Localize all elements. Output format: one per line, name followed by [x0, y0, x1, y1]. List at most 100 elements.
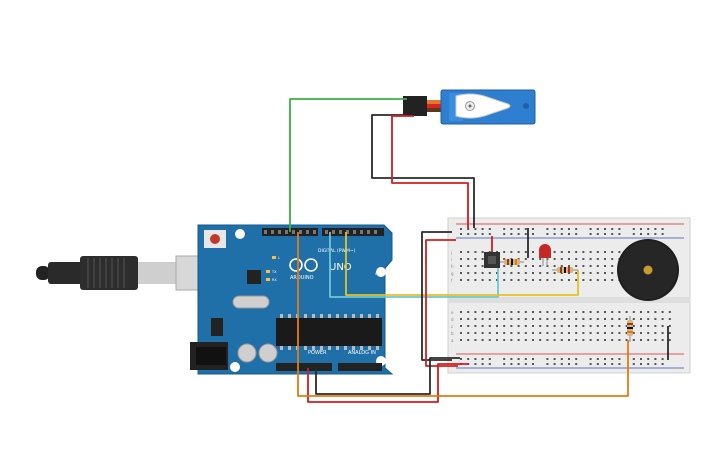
breadboard-hole[interactable]: [560, 233, 563, 235]
breadboard-hole[interactable]: [524, 265, 527, 267]
breadboard-hole[interactable]: [625, 325, 628, 327]
breadboard-hole[interactable]: [481, 272, 484, 274]
breadboard-hole[interactable]: [474, 258, 477, 260]
breadboard-hole[interactable]: [589, 358, 592, 360]
breadboard-hole[interactable]: [488, 325, 491, 327]
breadboard-hole[interactable]: [604, 233, 606, 235]
breadboard-hole[interactable]: [481, 339, 484, 341]
breadboard-hole[interactable]: [596, 228, 599, 230]
breadboard-hole[interactable]: [582, 332, 585, 334]
breadboard-hole[interactable]: [589, 258, 592, 260]
breadboard-hole[interactable]: [568, 358, 570, 360]
breadboard-hole[interactable]: [640, 311, 642, 313]
breadboard-hole[interactable]: [553, 251, 556, 253]
breadboard-hole[interactable]: [654, 332, 657, 334]
breadboard-hole[interactable]: [647, 339, 650, 341]
breadboard-hole[interactable]: [568, 363, 570, 365]
breadboard-hole[interactable]: [604, 265, 606, 267]
breadboard-hole[interactable]: [553, 318, 556, 320]
breadboard-hole[interactable]: [568, 233, 570, 235]
breadboard-hole[interactable]: [532, 325, 534, 327]
breadboard-hole[interactable]: [560, 311, 563, 313]
breadboard-hole[interactable]: [568, 325, 570, 327]
breadboard-hole[interactable]: [503, 325, 506, 327]
breadboard-hole[interactable]: [467, 358, 470, 360]
breadboard-hole[interactable]: [517, 233, 520, 235]
breadboard-hole[interactable]: [647, 363, 650, 365]
breadboard-hole[interactable]: [510, 265, 513, 267]
breadboard-hole[interactable]: [568, 311, 570, 313]
breadboard-hole[interactable]: [488, 332, 491, 334]
breadboard-hole[interactable]: [510, 339, 513, 341]
breadboard-hole[interactable]: [611, 363, 614, 365]
breadboard-hole[interactable]: [668, 332, 671, 334]
breadboard-hole[interactable]: [596, 251, 599, 253]
breadboard-hole[interactable]: [589, 325, 592, 327]
breadboard-hole[interactable]: [517, 272, 520, 274]
breadboard-hole[interactable]: [474, 339, 477, 341]
breadboard-hole[interactable]: [604, 279, 606, 281]
breadboard-hole[interactable]: [553, 339, 556, 341]
breadboard-hole[interactable]: [618, 325, 621, 327]
breadboard-hole[interactable]: [575, 318, 578, 320]
breadboard-hole[interactable]: [560, 228, 563, 230]
breadboard-hole[interactable]: [589, 233, 592, 235]
breadboard-hole[interactable]: [611, 279, 614, 281]
breadboard-hole[interactable]: [546, 318, 549, 320]
breadboard-hole[interactable]: [668, 325, 671, 327]
breadboard-hole[interactable]: [481, 279, 484, 281]
breadboard-hole[interactable]: [611, 251, 614, 253]
breadboard-hole[interactable]: [661, 233, 664, 235]
breadboard-hole[interactable]: [568, 279, 570, 281]
breadboard-hole[interactable]: [618, 358, 621, 360]
breadboard-hole[interactable]: [625, 311, 628, 313]
breadboard-hole[interactable]: [640, 318, 642, 320]
breadboard-hole[interactable]: [524, 233, 527, 235]
breadboard-hole[interactable]: [510, 228, 513, 230]
breadboard-hole[interactable]: [539, 258, 542, 260]
breadboard-hole[interactable]: [546, 233, 549, 235]
breadboard-hole[interactable]: [596, 318, 599, 320]
breadboard-hole[interactable]: [640, 325, 642, 327]
breadboard-hole[interactable]: [604, 272, 606, 274]
breadboard-hole[interactable]: [604, 258, 606, 260]
breadboard-hole[interactable]: [647, 228, 650, 230]
breadboard-hole[interactable]: [517, 363, 520, 365]
breadboard-hole[interactable]: [524, 325, 527, 327]
breadboard-hole[interactable]: [524, 363, 527, 365]
breadboard-hole[interactable]: [539, 325, 542, 327]
power-header[interactable]: [276, 363, 382, 371]
breadboard-hole[interactable]: [647, 325, 650, 327]
breadboard-hole[interactable]: [488, 272, 491, 274]
breadboard-hole[interactable]: [460, 265, 462, 267]
breadboard-hole[interactable]: [654, 339, 657, 341]
breadboard-hole[interactable]: [546, 358, 549, 360]
breadboard-hole[interactable]: [654, 325, 657, 327]
breadboard-hole[interactable]: [661, 318, 664, 320]
breadboard-hole[interactable]: [488, 279, 491, 281]
breadboard-hole[interactable]: [488, 233, 491, 235]
reset-button[interactable]: [204, 230, 226, 248]
breadboard-hole[interactable]: [604, 332, 606, 334]
breadboard-hole[interactable]: [611, 265, 614, 267]
breadboard-hole[interactable]: [510, 325, 513, 327]
breadboard-hole[interactable]: [632, 311, 635, 313]
breadboard-hole[interactable]: [661, 332, 664, 334]
breadboard-hole[interactable]: [481, 325, 484, 327]
breadboard-hole[interactable]: [517, 265, 520, 267]
breadboard-hole[interactable]: [532, 318, 534, 320]
breadboard-hole[interactable]: [532, 258, 534, 260]
breadboard-hole[interactable]: [611, 332, 614, 334]
breadboard-hole[interactable]: [661, 325, 664, 327]
breadboard-hole[interactable]: [517, 251, 520, 253]
breadboard-hole[interactable]: [517, 339, 520, 341]
breadboard-hole[interactable]: [582, 258, 585, 260]
breadboard-hole[interactable]: [510, 272, 513, 274]
led-red[interactable]: [539, 244, 551, 266]
breadboard-hole[interactable]: [546, 339, 549, 341]
breadboard-hole[interactable]: [524, 251, 527, 253]
breadboard-hole[interactable]: [625, 332, 628, 334]
breadboard-hole[interactable]: [517, 325, 520, 327]
breadboard-hole[interactable]: [474, 318, 477, 320]
breadboard-hole[interactable]: [560, 358, 563, 360]
